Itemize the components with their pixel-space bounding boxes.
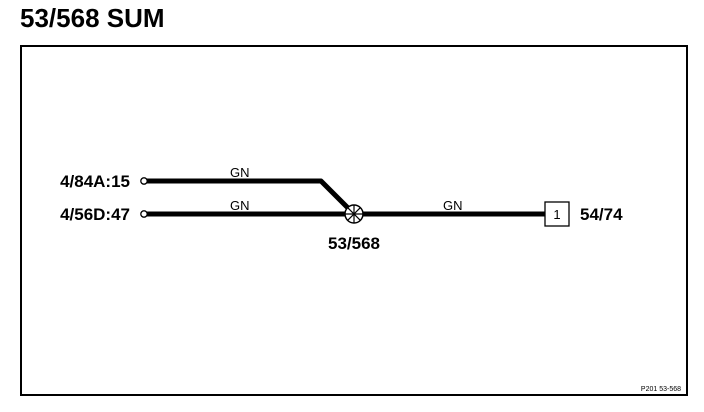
diagram-frame	[20, 45, 688, 396]
connector-label-right: 54/74	[580, 205, 623, 224]
pin-number: 1	[553, 207, 560, 222]
pin-box	[544, 201, 570, 227]
wire-top	[147, 178, 356, 216]
connector-label-top: 4/84A:15	[60, 172, 130, 191]
reference-code: P201 53-568	[641, 386, 681, 393]
terminal-top-icon	[140, 177, 148, 185]
page-title: 53/568 SUM	[20, 3, 165, 33]
terminal-bottom-icon	[140, 210, 148, 218]
wire-color-right: GN	[443, 198, 463, 213]
wire-color-top: GN	[230, 165, 250, 180]
wire-color-bottom: GN	[230, 198, 250, 213]
connector-label-bottom: 4/56D:47	[60, 205, 130, 224]
splice-label: 53/568	[328, 234, 380, 253]
splice-icon	[344, 204, 364, 224]
